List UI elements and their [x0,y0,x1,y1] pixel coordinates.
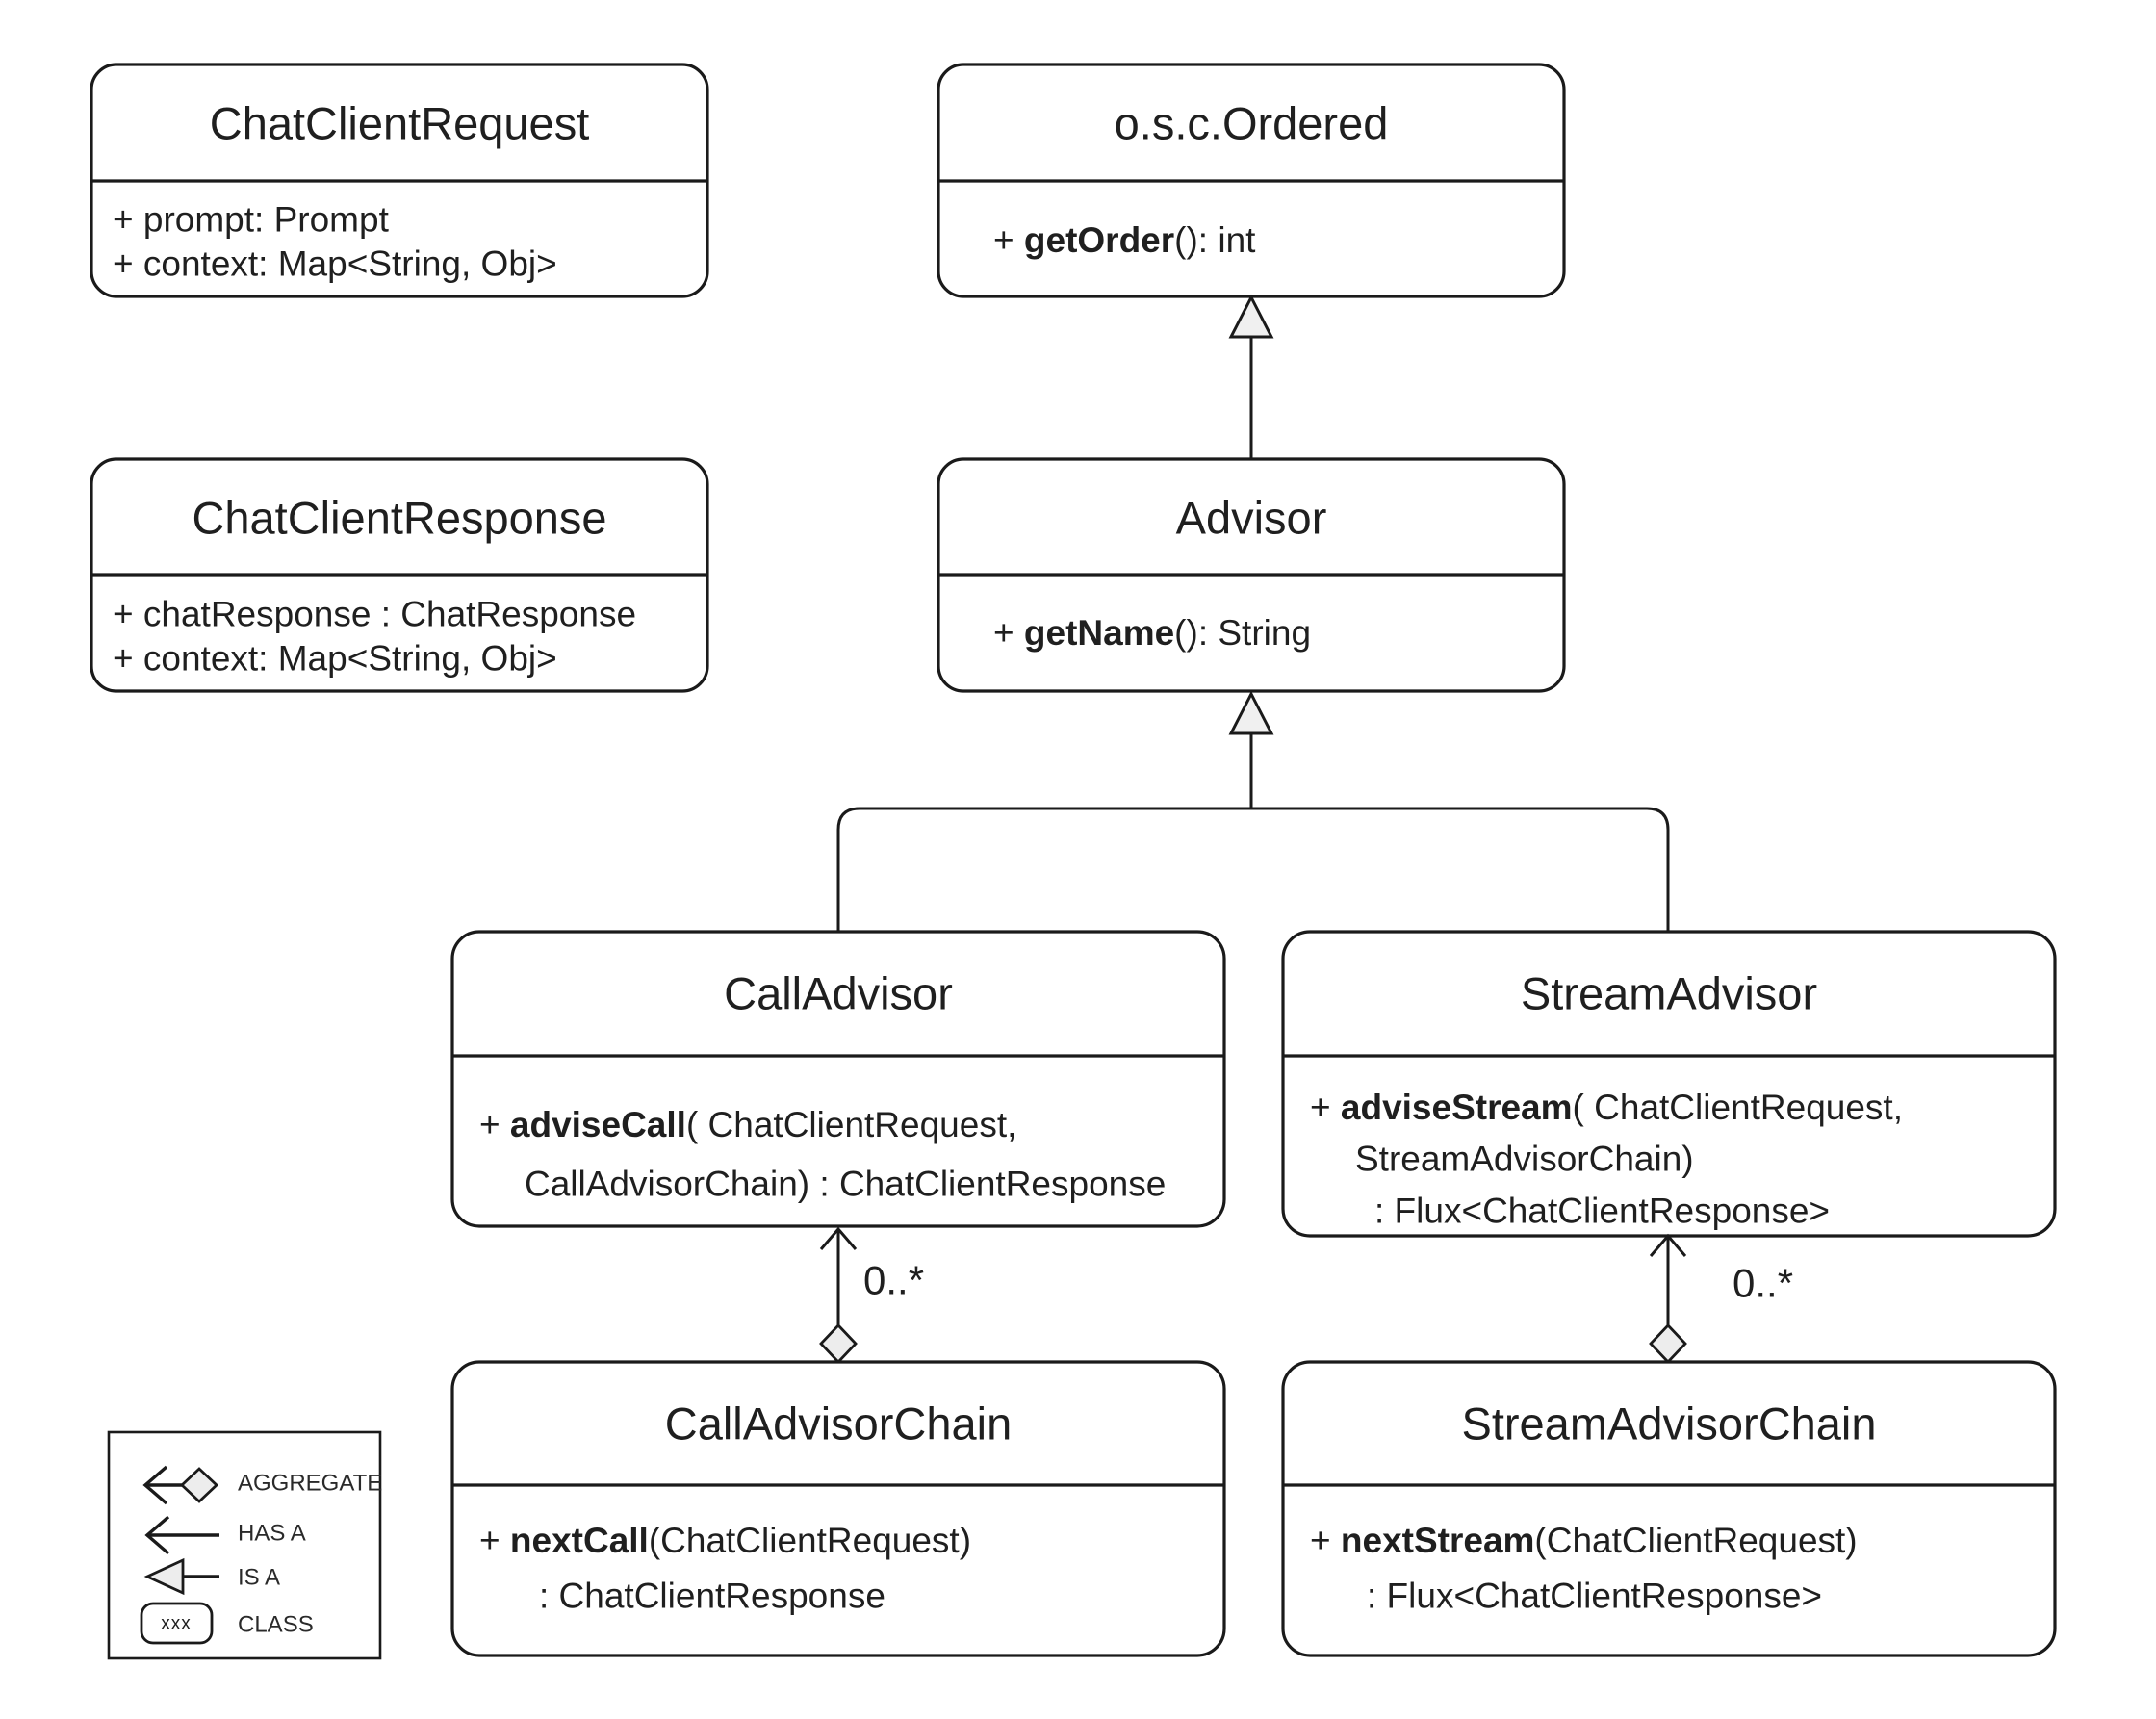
aggregate-diamond-icon [1649,1322,1687,1365]
class-chat-client-response: ChatClientResponse + chatResponse : Chat… [90,457,709,693]
legend-item-aggregate: AGGREGATE [142,1465,382,1505]
attribute-line: + chatResponse : ChatResponse [113,595,636,634]
class-advisor: Advisor + getName(): String [937,457,1566,693]
is-a-connector-advisor-ordered [1228,294,1274,459]
attribute-line: + prompt: Prompt [113,200,390,240]
method-line: + getOrder(): int [993,220,1256,260]
legend-item-is-a: IS A [143,1557,280,1596]
attribute-line: + context: Map<String, Obj> [113,639,557,679]
legend-label: AGGREGATE [238,1471,382,1497]
arrowhead-icon [142,1465,168,1505]
class-title: Advisor [1176,493,1327,544]
class-stream-advisor: StreamAdvisor + adviseStream( ChatClient… [1281,930,2057,1238]
class-call-advisor: CallAdvisor + adviseCall( ChatClientRequ… [450,930,1226,1228]
class-title: StreamAdvisorChain [1461,1398,1876,1450]
class-box [1281,1360,2057,1657]
method-line: + adviseStream( ChatClientRequest, [1310,1088,1903,1127]
method-line: + nextCall(ChatClientRequest) [479,1521,971,1560]
aggregate-connector-call: 0..* [819,1226,924,1365]
class-stream-advisor-chain: StreamAdvisorChain + nextStream(ChatClie… [1281,1360,2057,1657]
multiplicity-label: 0..* [863,1258,924,1303]
method-line: + adviseCall( ChatClientRequest, [479,1105,1016,1144]
legend-label: CLASS [238,1612,314,1638]
is-a-triangle-icon [1228,690,1274,735]
class-title: o.s.c.Ordered [1115,98,1389,149]
class-ordered: o.s.c.Ordered + getOrder(): int [937,63,1566,298]
aggregate-connector-stream: 0..* [1649,1233,1793,1365]
method-line: CallAdvisorChain) : ChatClientResponse [525,1165,1166,1204]
method-line: + getName(): String [993,613,1311,653]
class-title: CallAdvisor [724,968,953,1019]
legend-item-class: xxx CLASS [140,1602,314,1645]
method-line: : Flux<ChatClientResponse> [1367,1577,1822,1616]
inheritance-branch [836,807,1670,932]
class-title: StreamAdvisor [1521,968,1817,1019]
class-title: ChatClientResponse [192,493,606,544]
class-box [450,930,1226,1228]
class-sample-text: xxx [161,1614,192,1634]
legend-item-has-a: HAS A [144,1515,306,1555]
legend-label: HAS A [238,1521,306,1547]
class-call-advisor-chain: CallAdvisorChain + nextCall(ChatClientRe… [450,1360,1226,1657]
class-title: CallAdvisorChain [665,1398,1013,1450]
method-line: + nextStream(ChatClientRequest) [1310,1521,1858,1560]
multiplicity-label: 0..* [1732,1261,1793,1306]
method-line: : Flux<ChatClientResponse> [1374,1192,1830,1231]
aggregate-diamond-icon [179,1467,219,1503]
is-a-triangle-icon [1228,294,1274,339]
arrowhead-icon [144,1515,170,1555]
class-box [450,1360,1226,1657]
legend: AGGREGATE HAS A IS A xxx CLASS [107,1430,382,1660]
method-line: StreamAdvisorChain) [1355,1140,1694,1179]
method-line: : ChatClientResponse [539,1577,886,1616]
legend-label: IS A [238,1565,280,1591]
aggregate-diamond-icon [819,1322,858,1365]
is-a-connector-advisors [836,690,1670,932]
attribute-line: + context: Map<String, Obj> [113,244,557,284]
class-sample-box [140,1602,214,1645]
class-chat-client-request: ChatClientRequest + prompt: Prompt + con… [90,63,709,298]
class-title: ChatClientRequest [210,98,590,149]
